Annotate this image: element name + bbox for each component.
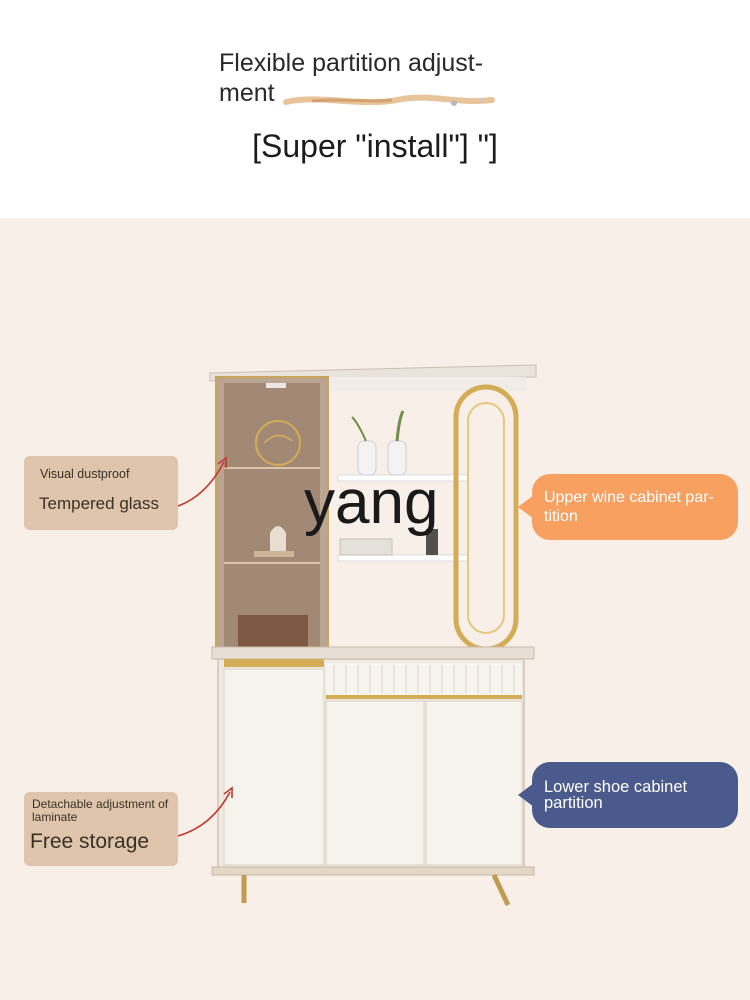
label-storage-big: Free storage <box>30 830 150 853</box>
label-glass-big: Tempered glass <box>39 494 160 513</box>
headline: Flexible partition adjust- ment <box>219 49 484 107</box>
subheadline: [Super "install"] "] <box>252 128 498 164</box>
bubble-upper-wine-cabinet: Upper wine cabinet par- tition <box>518 474 738 540</box>
brush-stroke-decoration <box>283 94 495 106</box>
arrow-icon <box>177 786 233 837</box>
bubble-tail <box>518 495 534 519</box>
bubble-upper-text: Upper wine cabinet par- tition <box>544 489 714 525</box>
watermark-text: yang <box>304 468 439 537</box>
label-storage-small: Detachable adjustment of laminate <box>32 797 169 824</box>
cabinet-illustration <box>209 364 537 907</box>
header-section: Flexible partition adjust- ment [Super "… <box>0 0 750 218</box>
bubble-tail <box>518 783 534 807</box>
label-glass-small: Visual dustproof <box>40 467 130 481</box>
product-showcase: Visual dustproof Tempered glass Detachab… <box>0 218 750 1000</box>
bubble-lower-text: Lower shoe cabinet partition <box>544 778 688 812</box>
arrow-icon <box>177 456 227 507</box>
label-free-storage: Detachable adjustment of laminate Free s… <box>24 792 178 866</box>
bubble-lower-shoe-cabinet: Lower shoe cabinet partition <box>518 762 738 828</box>
label-tempered-glass: Visual dustproof Tempered glass <box>24 456 178 530</box>
